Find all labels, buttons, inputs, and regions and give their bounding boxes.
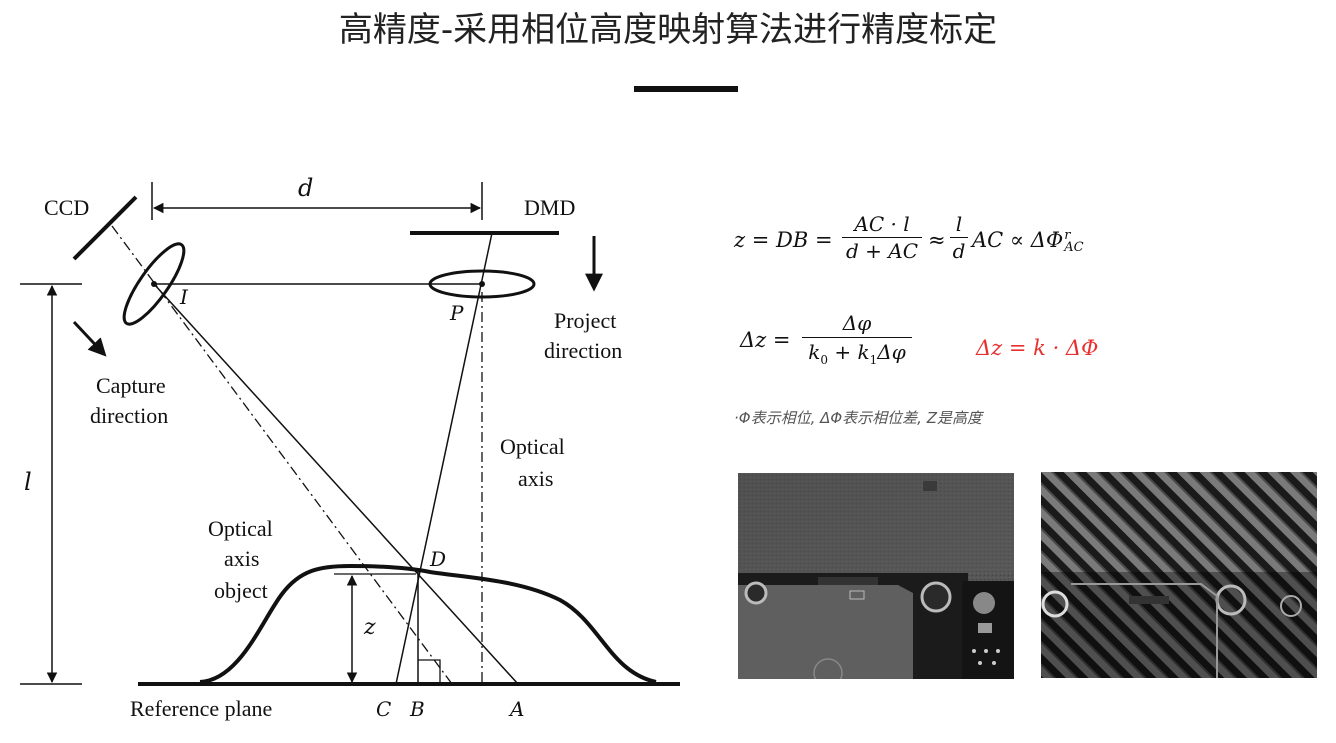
formula1-frac1-bar — [842, 237, 922, 238]
formula2-den-b: + k — [828, 340, 870, 364]
reference-plane-label: Reference plane — [130, 696, 272, 721]
formula2-den-a: k — [808, 340, 821, 364]
triangulation-diagram: CCD DMD d l I P Project direction Captur… — [20, 174, 680, 721]
formula1-approx: ≈ — [928, 228, 946, 252]
pcb-grayscale-image — [738, 473, 1014, 679]
project-direction-label-1: Project — [554, 308, 616, 333]
formula2-lhs: Δz = — [740, 328, 791, 352]
formula2-bar — [802, 337, 912, 338]
title-underline — [634, 86, 738, 92]
capture-direction-label-2: direction — [90, 403, 168, 428]
d-point-label: D — [429, 547, 446, 571]
ccd-sensor — [72, 195, 138, 261]
formula1-frac2-num: l — [955, 212, 963, 236]
l-label: l — [24, 468, 32, 496]
d-label: d — [298, 174, 313, 202]
formula1-frac1-den: d + AC — [845, 239, 919, 263]
object-label-3: object — [214, 578, 268, 603]
ray-i-to-a — [153, 283, 519, 685]
formula-linear-red: Δz = k · ΔΦ — [976, 336, 1099, 360]
formula1-frac1: AC · l d + AC — [842, 212, 922, 263]
formula1-lhs: z = DB = — [734, 228, 833, 252]
phase-caption: ·Φ表示相位, ΔΦ表示相位差, Z是高度 — [734, 409, 982, 427]
formula1-frac2-bar — [950, 237, 968, 238]
ccd-lens — [122, 242, 186, 326]
right-angle-marker — [418, 659, 441, 684]
i-label: I — [179, 285, 189, 309]
pcb-fringe-pattern-image — [1041, 472, 1317, 678]
a-label: A — [508, 697, 524, 721]
formula1-frac2: l d — [950, 212, 968, 263]
formula2-den-a-sub: 0 — [820, 353, 829, 367]
capture-direction-arrow — [72, 320, 107, 357]
project-direction-label-2: direction — [544, 338, 622, 363]
p-label: P — [449, 301, 464, 325]
formula2-num: Δφ — [842, 311, 872, 335]
camera-axis-line — [111, 225, 453, 685]
formula1-frac2-den: d — [952, 239, 966, 263]
object-profile — [199, 563, 657, 684]
formula1-frac1-num: AC · l — [854, 212, 910, 236]
capture-direction-label-1: Capture — [96, 373, 166, 398]
object-label-1: Optical — [208, 516, 273, 541]
formula1-tail-sub: AC — [1064, 239, 1084, 255]
pcb-fringe-svg — [1041, 472, 1317, 678]
z-label: z — [363, 615, 376, 640]
c-label: C — [376, 697, 391, 721]
b-label: B — [409, 697, 425, 721]
formula2-frac: Δφ k0 + k1Δφ — [802, 310, 912, 373]
ray-dmd-to-c — [395, 232, 493, 685]
formula1-tail-text: AC ∝ ΔΦ — [972, 228, 1064, 252]
optical-axis-label-2: axis — [518, 466, 553, 491]
formula2-den-c: Δφ — [877, 340, 906, 364]
pcb-grayscale-svg — [738, 473, 1014, 679]
formula1-tail-sup: r — [1064, 227, 1071, 243]
ccd-label: CCD — [44, 195, 89, 220]
optical-axis-label-1: Optical — [500, 434, 565, 459]
formula-delta-z: Δz = Δφ k0 + k1Δφ — [740, 310, 960, 370]
dmd-label: DMD — [524, 195, 575, 220]
formula2-den: k0 + k1Δφ — [802, 339, 912, 373]
formula2-den-b-sub: 1 — [869, 353, 878, 367]
object-label-2: axis — [224, 546, 259, 571]
page-title: 高精度-采用相位高度映射算法进行精度标定 — [338, 10, 998, 50]
